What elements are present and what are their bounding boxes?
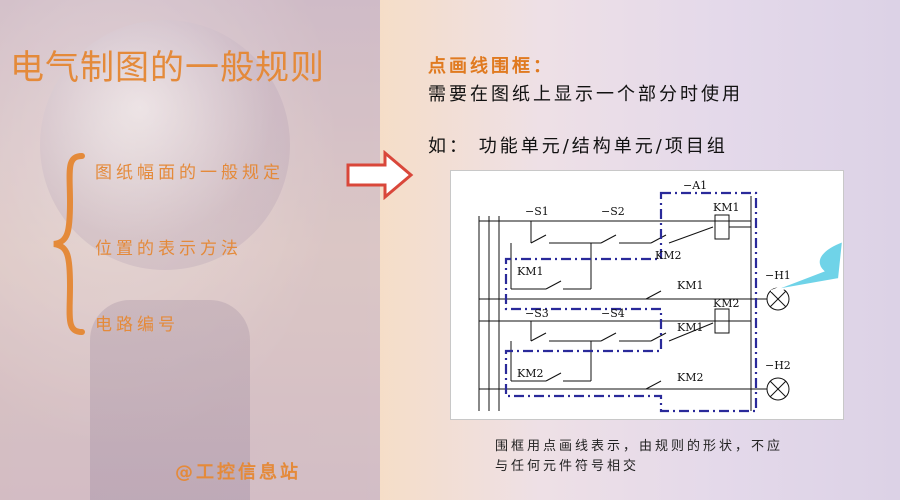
label-h2: −H2 [765, 359, 791, 372]
robot-body-image [90, 300, 250, 500]
km2-top-contact [650, 234, 667, 244]
label-km1-low: KM1 [677, 321, 703, 334]
label-km1-coil: KM1 [713, 201, 739, 214]
km1-coil [714, 214, 730, 240]
s3-contact [530, 332, 547, 342]
diagram-caption: 围框用点画线表示，由规则的形状，不应与任何元件符号相交 [495, 439, 784, 474]
label-s2: −S2 [601, 205, 625, 218]
label-km2-top: KM2 [655, 249, 681, 262]
label-km1-mid: KM1 [677, 279, 703, 292]
highlight-title: 点画线围框： [428, 56, 554, 77]
slide-title: 电气制图的一般规则 [10, 48, 325, 88]
s1-contact [530, 234, 547, 244]
km1-mid-contact [645, 290, 662, 300]
label-km1-hold: KM1 [517, 265, 543, 278]
s2-contact [600, 234, 617, 244]
km2-bottom-contact [645, 380, 662, 390]
label-a1: −A1 [683, 179, 707, 192]
label-s4: −S4 [601, 307, 625, 320]
left-brace-icon [53, 153, 85, 335]
footer-watermark: @工控信息站 [175, 462, 301, 483]
km1-hold-contact [545, 280, 562, 290]
topic-item-circuit-number: 电路编号 [95, 315, 179, 335]
circuit-diagram-svg: −A1 −S1 −S2 KM1 KM2 KM1 KM1 −H1 −S3 −S4 … [478, 179, 845, 413]
example-line: 如： 功能单元/结构单元/项目组 [428, 136, 728, 157]
robot-head-image [40, 20, 290, 270]
km2-hold-contact [545, 372, 562, 382]
label-km2-hold: KM2 [517, 367, 543, 380]
label-km2-bottom: KM2 [677, 371, 703, 384]
km2-coil [714, 308, 730, 334]
right-arrow-icon [346, 150, 414, 200]
label-s3: −S3 [525, 307, 549, 320]
callout-bubble [770, 239, 845, 292]
topic-item-paper-format: 图纸幅面的一般规定 [95, 163, 284, 183]
circuit-diagram: −A1 −S1 −S2 KM1 KM2 KM1 KM1 −H1 −S3 −S4 … [450, 170, 845, 420]
a1-dashdot-frame [504, 191, 758, 413]
label-km2-coil: KM2 [713, 297, 739, 310]
topic-item-position: 位置的表示方法 [95, 239, 242, 259]
highlight-description: 需要在图纸上显示一个部分时使用 [428, 84, 743, 105]
s4-contact [600, 332, 617, 342]
label-s1: −S1 [525, 205, 549, 218]
label-h1: −H1 [765, 269, 791, 282]
km1-low-contact [650, 332, 667, 342]
